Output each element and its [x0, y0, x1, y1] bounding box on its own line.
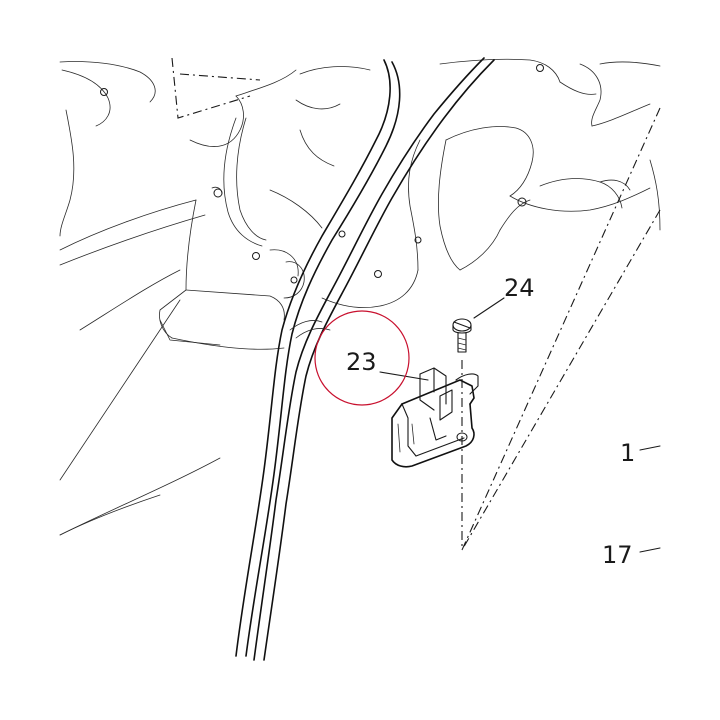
- tube-assembly: [235, 57, 495, 661]
- callout-23[interactable]: 23: [346, 348, 377, 376]
- callout-1[interactable]: 1: [620, 439, 635, 467]
- leader-line-17: [639, 547, 661, 553]
- leader-line-1: [639, 445, 661, 451]
- leader-line-24: [473, 297, 505, 319]
- dashed-reference-box: [171, 57, 261, 119]
- dashdot-reference-lines: [461, 107, 661, 551]
- callout-17[interactable]: 17: [602, 541, 633, 569]
- callout-24[interactable]: 24: [504, 274, 535, 302]
- bracket-part-23: [391, 367, 479, 468]
- background-body-panel: [59, 61, 544, 536]
- background-bracket: [321, 58, 661, 308]
- leader-line-23: [379, 371, 429, 381]
- screw-part-24: [452, 318, 472, 353]
- highlight-circle: [314, 310, 410, 406]
